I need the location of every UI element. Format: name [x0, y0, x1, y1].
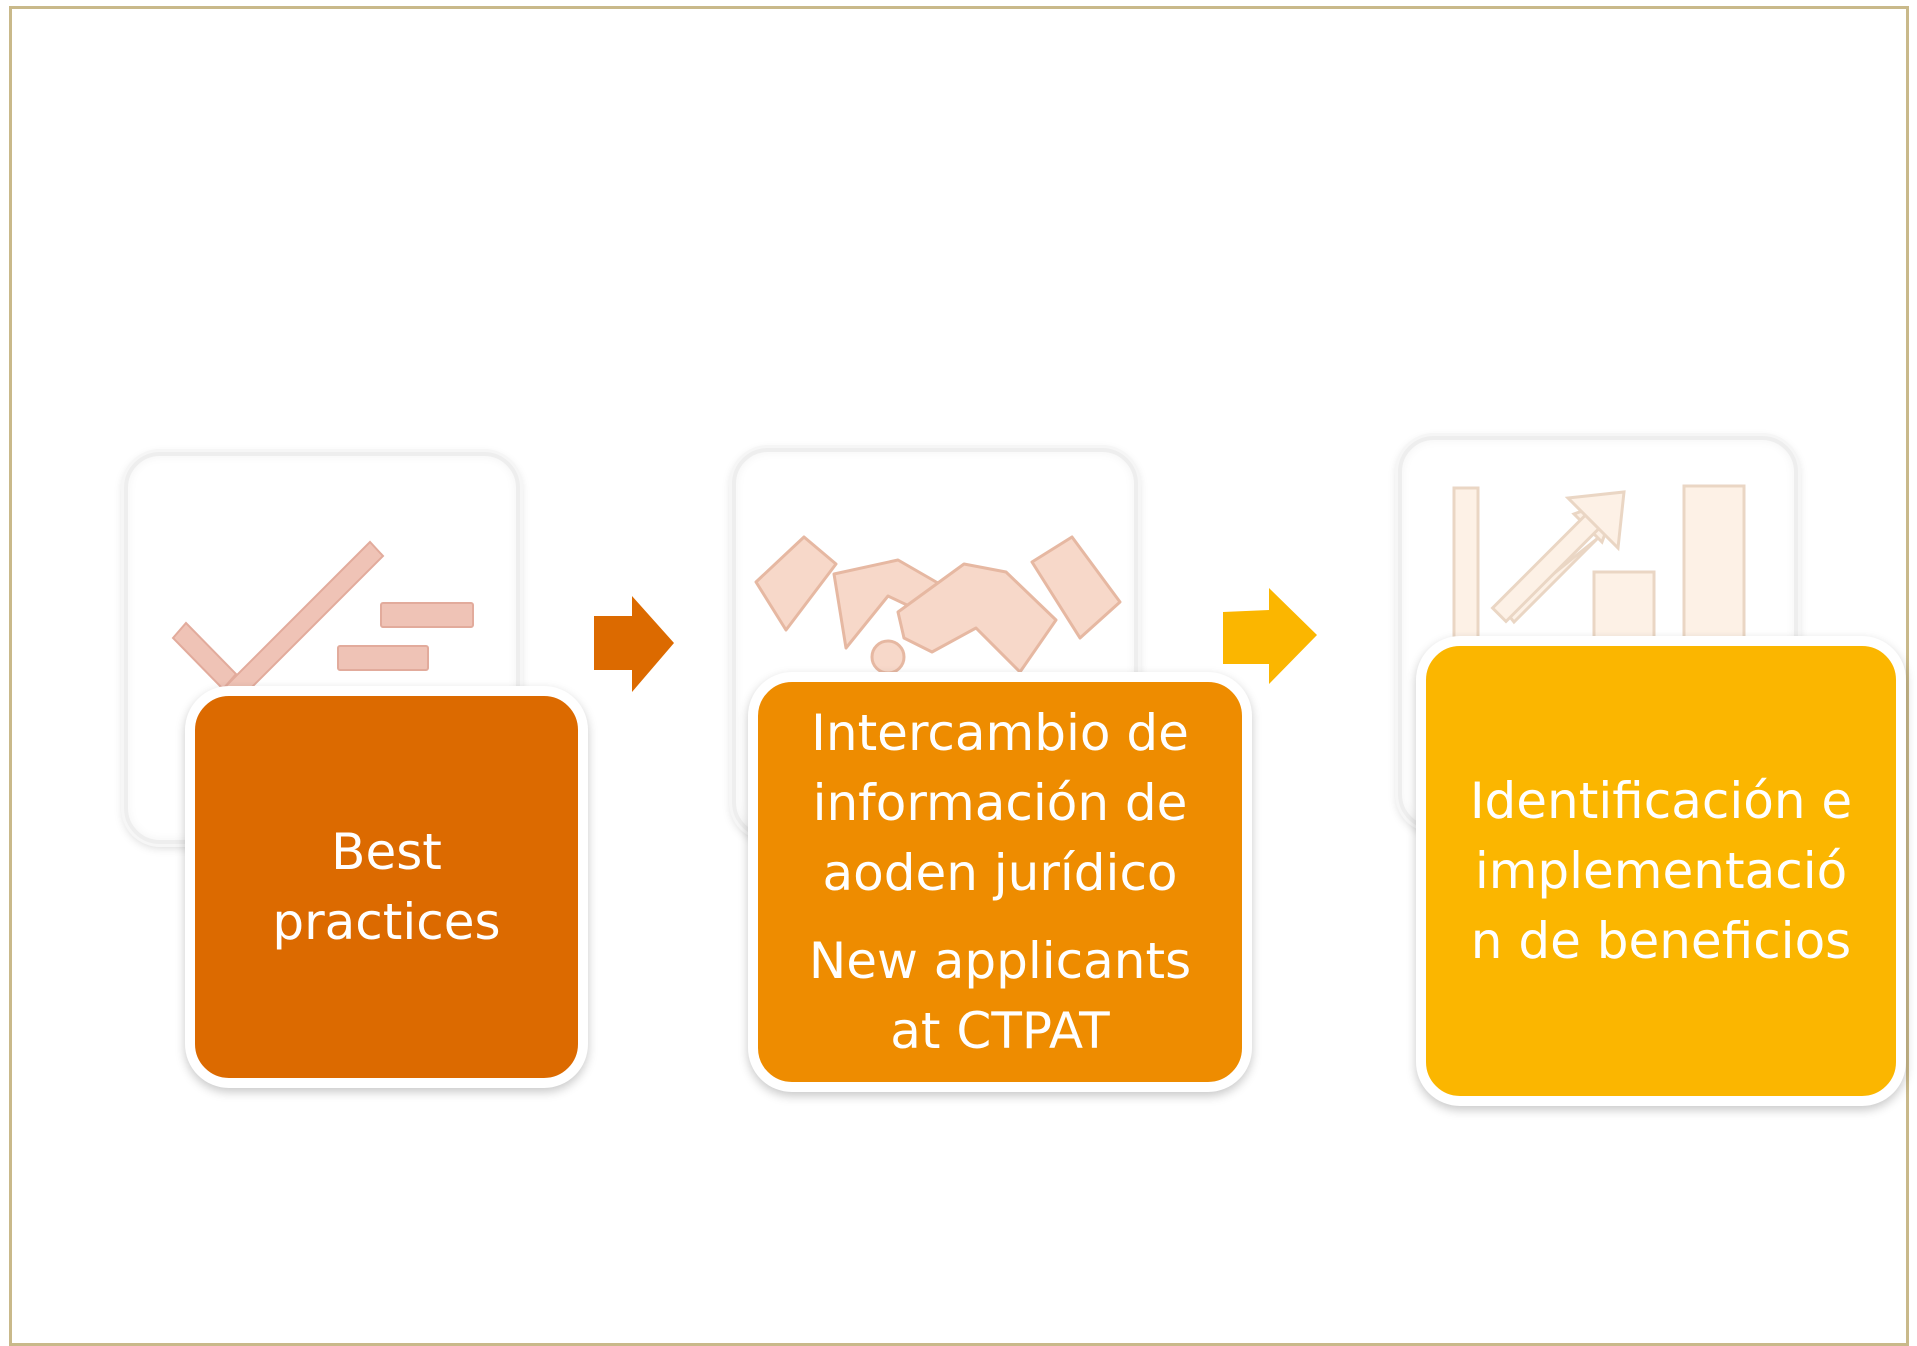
handshake-icon [754, 535, 1122, 675]
step-2-line-5: at CTPAT [890, 1002, 1110, 1060]
right-arrow-icon [594, 596, 674, 692]
step-2-card: Intercambio de información de aoden jurí… [748, 672, 1252, 1092]
step-1-line-1: Best [331, 823, 442, 881]
step-2-line-3: aoden jurídico [822, 844, 1178, 902]
step-2-line-1: Intercambio de [811, 704, 1189, 762]
step-1-card: Best practices [185, 686, 588, 1088]
step-3-line-1: Identificación e [1469, 772, 1853, 830]
checklist-icon [171, 540, 474, 705]
step-3-card: Identificación e implementació n de bene… [1416, 636, 1906, 1106]
right-arrow-icon [1223, 588, 1317, 684]
step-1-line-2: practices [272, 893, 501, 951]
step-3-line-2: implementació [1474, 842, 1848, 900]
step-2-line-2: información de [812, 774, 1188, 832]
step-3-line-3: n de beneficios [1470, 912, 1852, 970]
step-2-line-4: New applicants [808, 932, 1192, 990]
